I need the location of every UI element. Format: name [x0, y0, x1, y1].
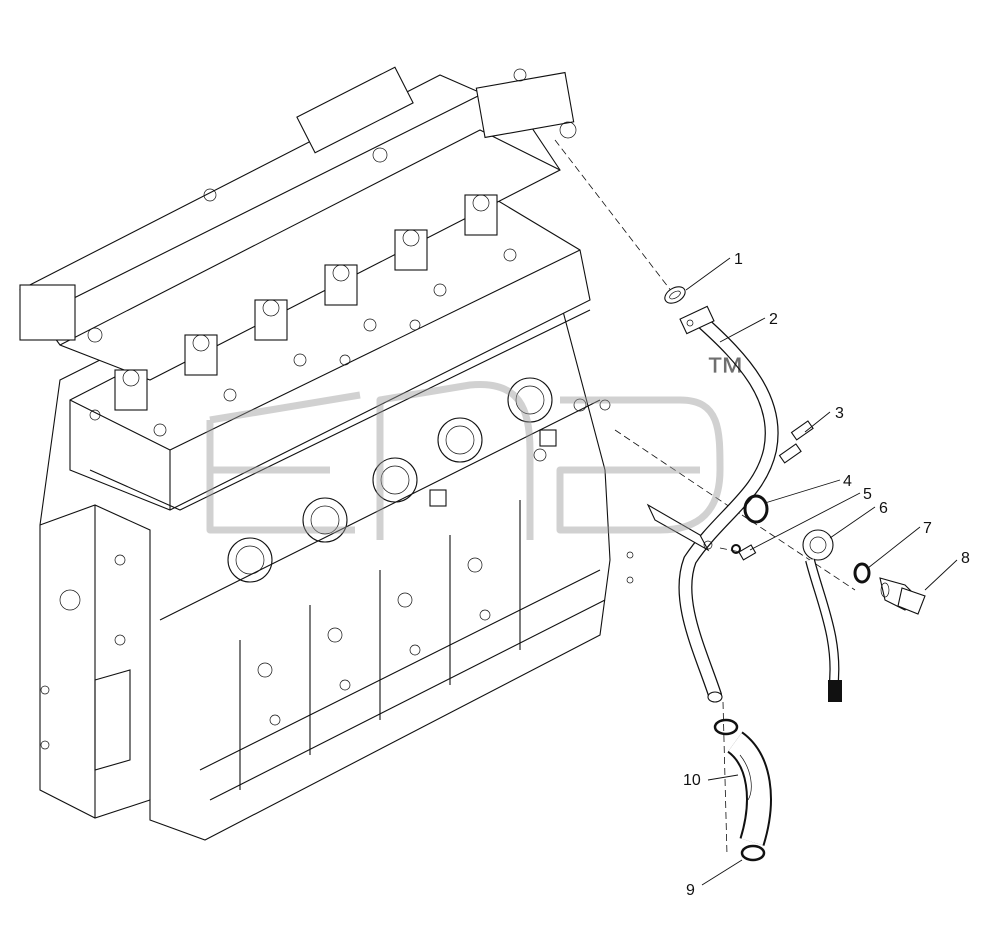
callout-6: 6 [879, 500, 888, 517]
part-2-pipe [646, 305, 779, 703]
part-9-hose-clamp [713, 718, 766, 862]
watermark: ™ ena [0, 0, 745, 540]
part-10-hose [726, 731, 772, 846]
cylinder-head-bosses [89, 194, 517, 437]
callout-1: 1 [734, 251, 743, 268]
crankcase-bosses [227, 377, 553, 583]
callout-7: 7 [923, 520, 932, 537]
part-5-bolt-and-washer [731, 544, 757, 561]
part-6-banjo-fitting [802, 529, 842, 702]
part-8-banjo-bolt [879, 577, 926, 615]
part-3-bolts [778, 420, 814, 464]
callout-3: 3 [835, 405, 844, 422]
callout-leaders [685, 257, 958, 886]
part-4-o-ring [743, 494, 769, 524]
callout-2: 2 [769, 311, 778, 328]
watermark-mark: ™ [705, 350, 745, 394]
callout-8: 8 [961, 550, 970, 567]
callout-10: 10 [683, 772, 701, 789]
callout-9: 9 [686, 882, 695, 899]
callout-5: 5 [863, 486, 872, 503]
part-1-gasket [664, 286, 686, 304]
part-7-seal-ring [853, 562, 871, 584]
callout-numbers: 1 2 3 4 5 6 7 8 9 10 [683, 251, 970, 899]
watermark-text: ena [0, 0, 2, 1]
callout-4: 4 [843, 473, 852, 490]
engine-block [19, 66, 634, 841]
